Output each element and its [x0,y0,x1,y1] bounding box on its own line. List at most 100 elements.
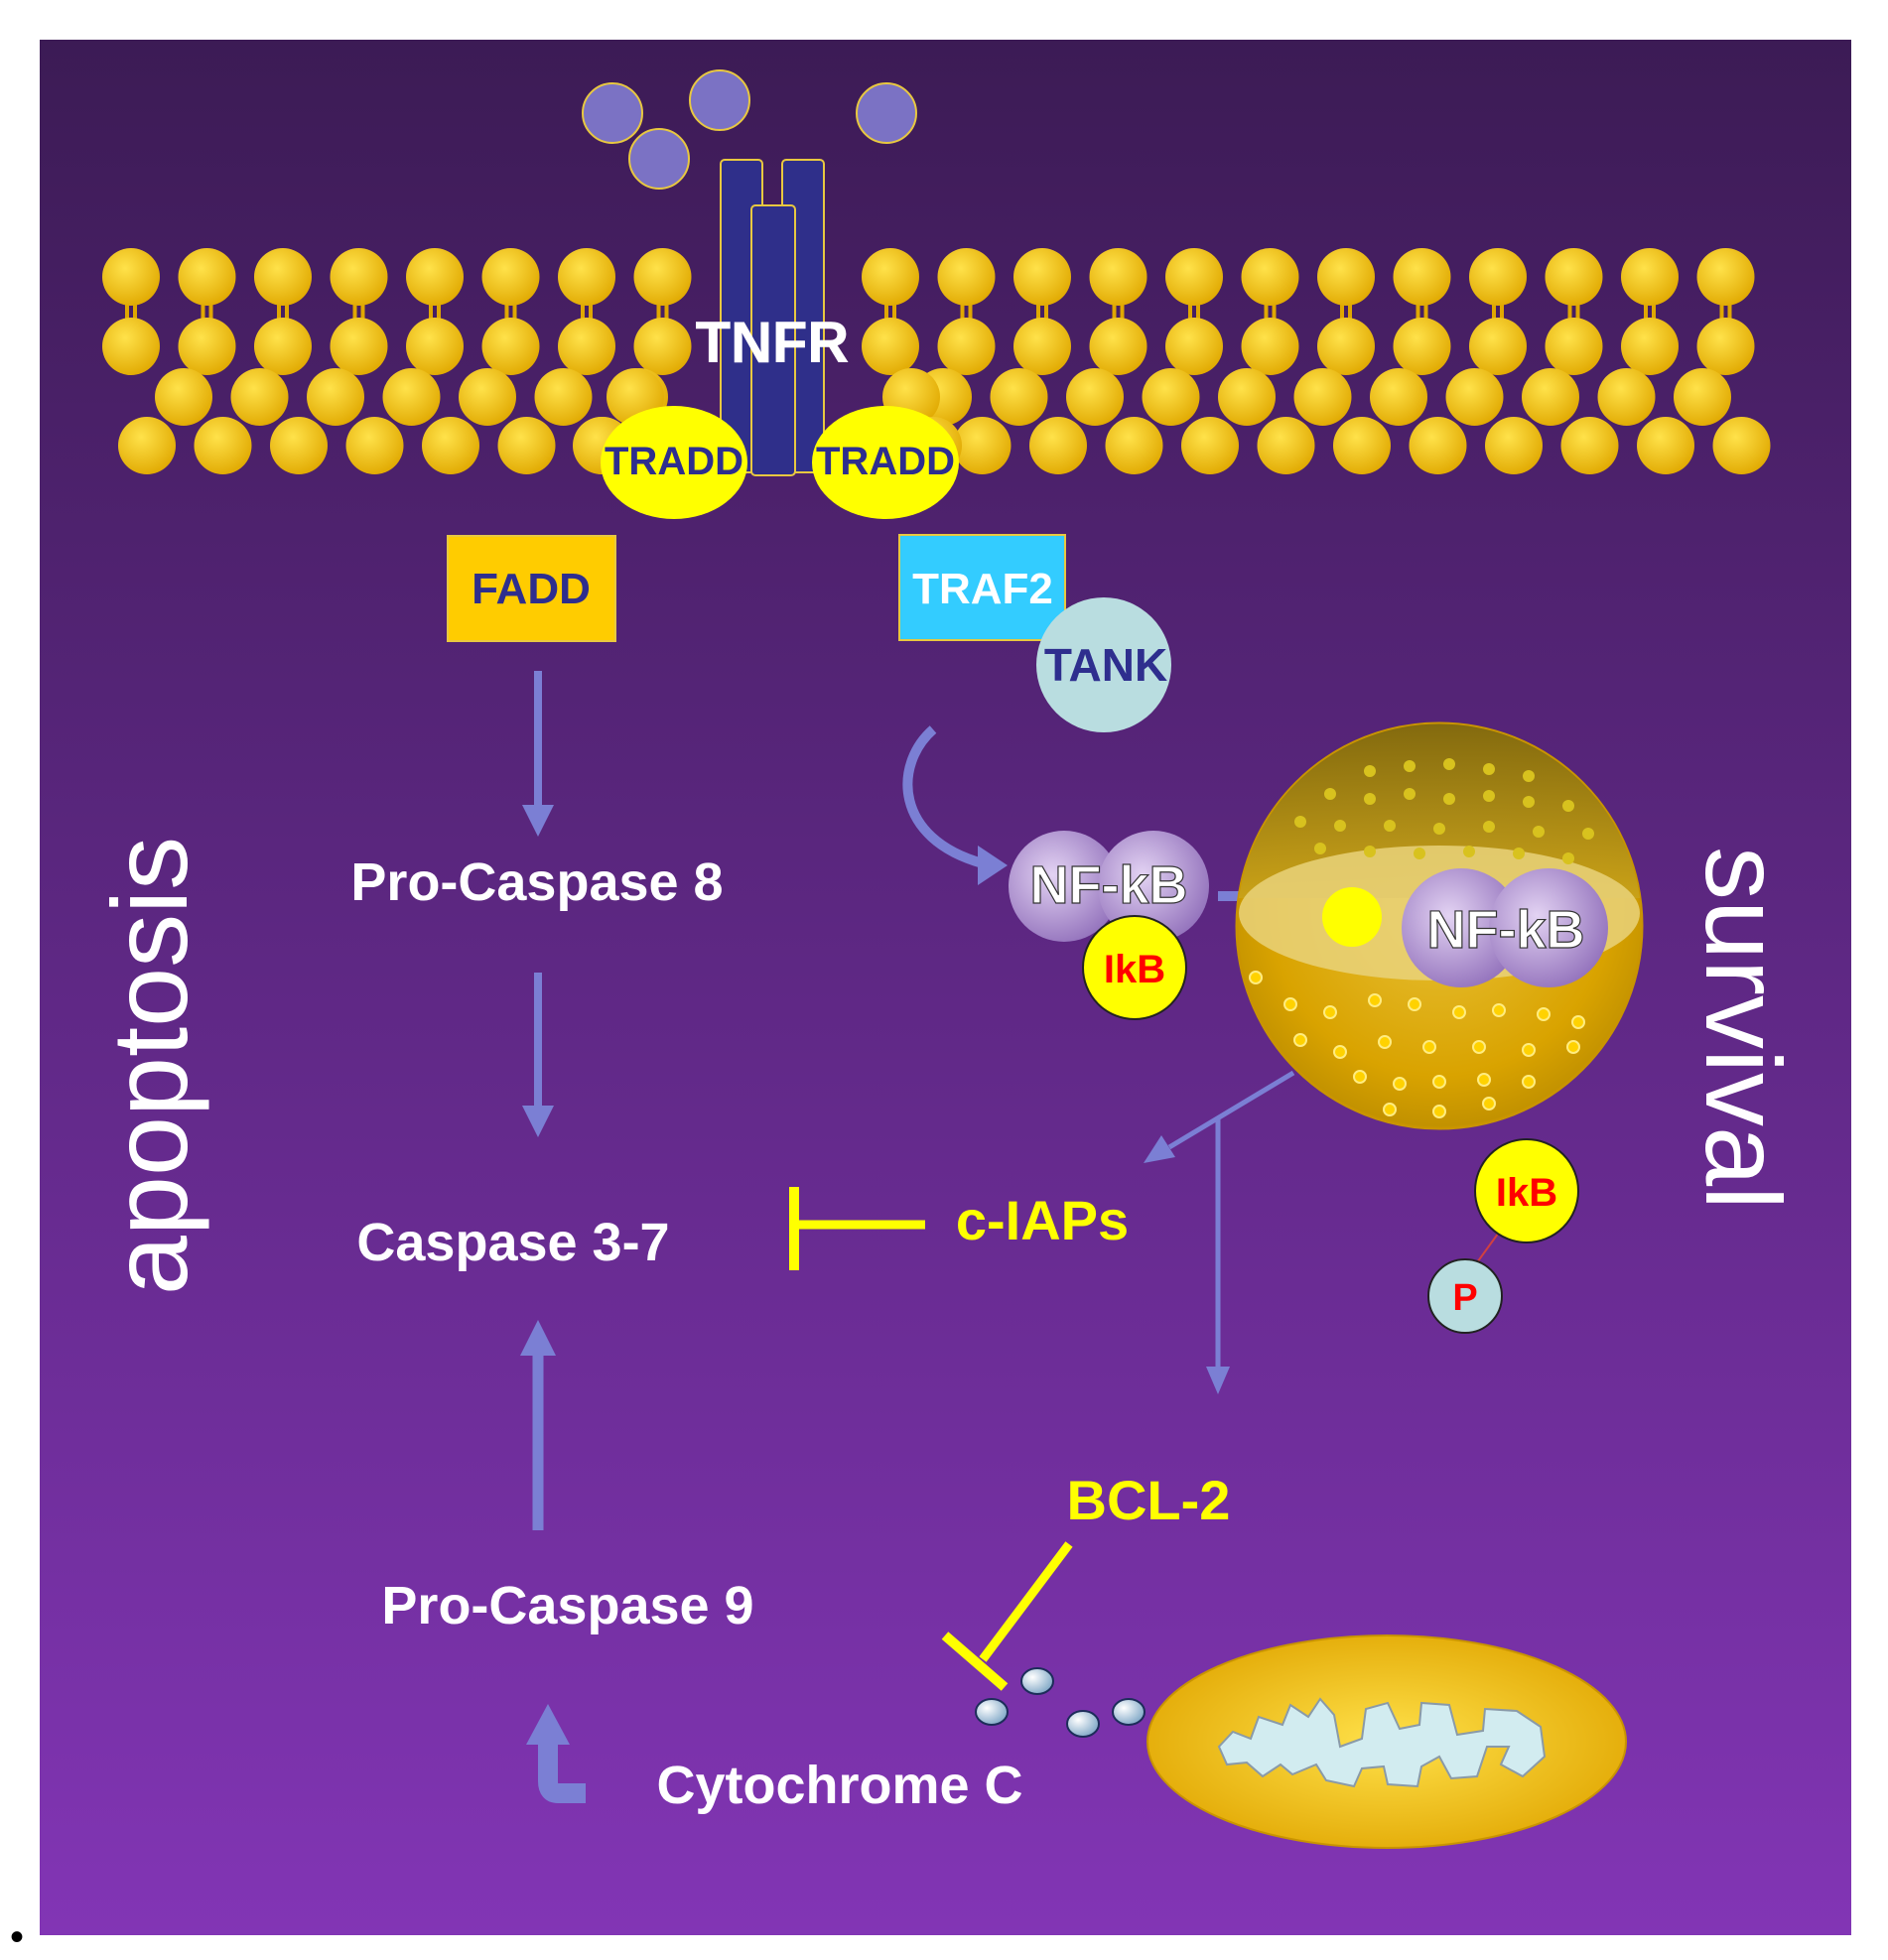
lipid-head [1029,417,1087,474]
chromatin-dot [1571,1015,1585,1029]
caspase-3-7-label: Caspase 3-7 [356,1213,669,1272]
lipid-head [102,248,160,306]
lipid-head [1142,368,1200,426]
lipid-head [330,318,388,375]
cytochrome-c-label: Cytochrome C [656,1756,1022,1815]
chromatin-dot [1324,788,1336,800]
chromatin-dot [1364,846,1376,857]
nucleolus [1322,887,1382,947]
lipid-head [178,248,236,306]
ligand-circle [689,69,750,131]
nucleus-output-line [1167,1070,1295,1150]
chromatin-dot [1483,763,1495,775]
lipid-head [254,318,312,375]
lipid-head [1597,368,1656,426]
bcl2-inhibition-bar [979,1541,1073,1662]
chromatin-dot [1433,823,1445,835]
bcl2-label: BCL-2 [1067,1469,1231,1531]
chromatin-dot [1482,1097,1496,1111]
chromatin-dot [1333,1045,1347,1059]
tank-circle [1036,597,1171,732]
lipid-head [178,318,236,375]
lipid-head [1333,417,1391,474]
chromatin-dot [1443,758,1455,770]
chromatin-dot [1477,1073,1491,1087]
lipid-head [382,368,441,426]
lipid-head [1409,417,1467,474]
lipid-head [406,248,464,306]
chromatin-dot [1393,1077,1407,1091]
chromatin-dot [1522,1075,1536,1089]
chromatin-dot [1537,1007,1551,1021]
chromatin-dot [1472,1040,1486,1054]
lipid-head [459,368,516,426]
phospho-circle [1427,1258,1503,1334]
lipid-head [481,318,540,375]
chromatin-dot [1562,852,1574,864]
lipid-head [558,248,615,306]
cytochrome-to-procaspase9-arrow [538,1739,586,1803]
tradd-left-label: TRADD [605,440,743,483]
lipid-head [307,368,364,426]
chromatin-dot [1523,796,1535,808]
apoptosis-label: apoptosis [89,837,209,1295]
cytochrome-c-molecules [975,1667,1146,1738]
tnfr-label: TNFR [696,311,850,375]
chromatin-dot [1364,765,1376,777]
lipid-head [862,248,919,306]
fadd-box [447,535,616,642]
nfkb-subunit [1402,868,1521,987]
lipid-head [633,318,692,375]
lipid-head [330,248,388,306]
lipid-head [102,318,160,375]
lipid-head [1105,417,1163,474]
traf2-box [898,534,1066,641]
tradd-right-label: TRADD [816,440,955,483]
lipid-head [1445,368,1504,426]
lipid-head [1370,368,1427,426]
lipid-head [194,417,252,474]
lipid-head [937,318,996,375]
ikb-circle [1082,915,1187,1020]
pro-caspase-9-label: Pro-Caspase 9 [381,1576,753,1635]
chromatin-dot [1368,993,1382,1007]
lipid-head [953,417,1011,474]
lipid-head [534,368,593,426]
chromatin-dot [1432,1075,1446,1089]
lipid-head [422,417,479,474]
lipid-head [1712,417,1771,474]
lipid-head [1089,318,1147,375]
lipid-head [862,318,919,375]
lipid-head [118,417,176,474]
ikb-degraded-label: IkB [1496,1171,1557,1215]
chromatin-dot [1452,1005,1466,1019]
chromatin-dot [1383,1103,1397,1116]
tank-label: TANK [1044,639,1167,691]
chromatin-dot [1323,1005,1337,1019]
arrowhead [522,1106,554,1137]
lipid-head [481,248,540,306]
lipid-head [1317,248,1375,306]
traf2-to-nfkb-arrow [902,725,985,868]
lipid-head [1317,318,1375,375]
chromatin-dot [1522,1043,1536,1057]
lipid-head [633,248,692,306]
chromatin-dot [1364,793,1376,805]
chromatin-dot [1283,997,1297,1011]
lipid-head [1545,248,1603,306]
chromatin-dot [1314,843,1326,854]
ikb-label: IkB [1104,948,1165,991]
ciaps-label: c-IAPs [956,1189,1129,1251]
lipid-head [1293,368,1352,426]
tradd-right-shape [812,406,959,519]
cell-membrane [102,248,1771,474]
lipid-head [1181,417,1239,474]
lipid-head [1469,318,1527,375]
lipid-head [1560,417,1619,474]
arrowhead [520,1320,556,1356]
lipid-head [1393,318,1451,375]
chromatin-dot [1513,848,1525,859]
chromatin-dot [1432,1105,1446,1118]
lipid-head [1696,248,1755,306]
